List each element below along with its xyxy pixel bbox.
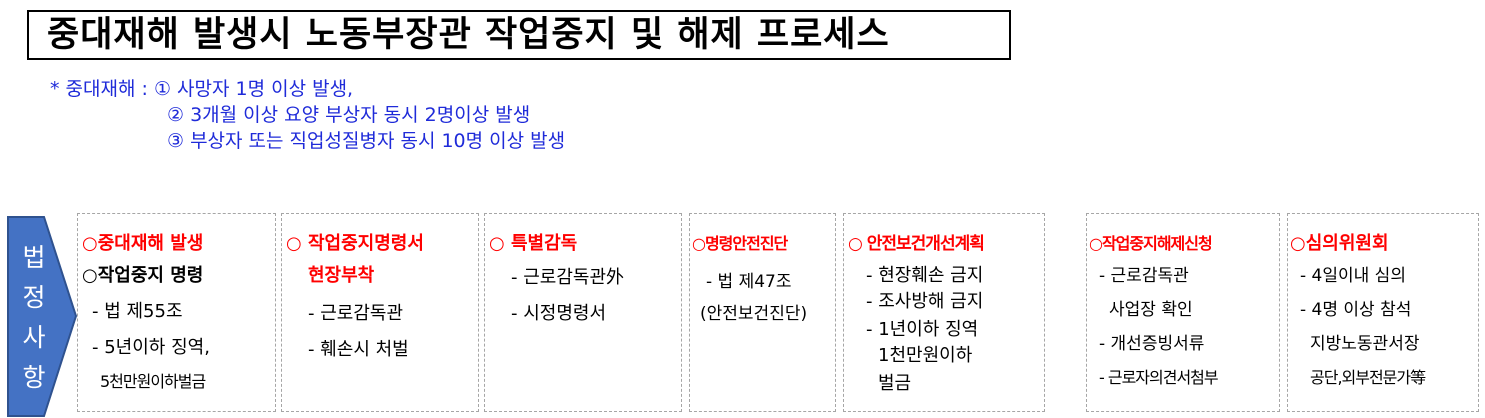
legal-matters-label: 법 정 사 항 <box>14 238 54 398</box>
step-line: - 법 제47조 <box>706 272 792 292</box>
step-line: - 4명 이상 참석 <box>1300 300 1412 320</box>
step-box-ordered-safety-diagnosis: ○명령안전진단 - 법 제47조 (안전보건진단) <box>689 213 836 412</box>
note-line-2: ② 3개월 이상 요양 부상자 동시 2명이상 발생 <box>167 104 531 126</box>
step-heading: ○ 안전보건개선계획 <box>848 234 985 254</box>
step-line: 지방노동관서장 <box>1310 334 1420 354</box>
step-line: - 근로자의견서첨부 <box>1099 368 1219 387</box>
step-box-stop-order-posting: ○ 작업중지명령서 현장부착 - 근로감독관 - 훼손시 처벌 <box>281 213 479 412</box>
step-line: - 조사방해 금지 <box>866 291 984 312</box>
legal-matters-char: 사 <box>22 323 46 352</box>
step-line: - 훼손시 처벌 <box>308 339 409 360</box>
legal-matters-char: 항 <box>22 363 46 392</box>
step-line: ○작업중지 명령 <box>82 265 204 286</box>
step-line: 1천만원이하 <box>878 345 973 366</box>
step-line: 사업장 확인 <box>1109 300 1193 320</box>
step-line: - 4일이내 심의 <box>1300 266 1406 286</box>
legal-matters-arrow <box>7 216 78 417</box>
step-line: - 1년이하 징역 <box>866 319 979 340</box>
step-line: 5천만원이하벌금 <box>100 372 206 391</box>
step-heading-cont: 현장부착 <box>308 265 375 286</box>
step-line: (안전보건진단) <box>700 304 808 324</box>
step-box-review-committee: ○심의위원회 - 4일이내 심의 - 4명 이상 참석 지방노동관서장 공단,외… <box>1287 213 1479 412</box>
step-line: - 개선증빙서류 <box>1099 334 1205 354</box>
step-line: - 현장훼손 금지 <box>866 265 984 286</box>
step-line: 공단,외부전문가等 <box>1310 368 1426 387</box>
step-line: - 근로감독관 <box>308 303 404 324</box>
step-box-safety-improvement-plan: ○ 안전보건개선계획 - 현장훼손 금지 - 조사방해 금지 - 1년이하 징역… <box>843 213 1045 412</box>
step-box-serious-accident: ○중대재해 발생 ○작업중지 명령 - 법 제55조 - 5년이하 징역, 5천… <box>77 213 276 412</box>
step-heading: ○작업중지해제신청 <box>1089 234 1213 253</box>
note-line-1: * 중대재해 : ① 사망자 1명 이상 발생, <box>50 78 354 100</box>
step-line: - 법 제55조 <box>92 301 183 322</box>
step-heading: ○ 작업중지명령서 <box>286 233 424 254</box>
note-line-3: ③ 부상자 또는 직업성질병자 동시 10명 이상 발생 <box>167 130 566 152</box>
legal-matters-char: 정 <box>22 283 46 312</box>
step-heading: ○ 특별감독 <box>489 233 578 254</box>
step-line: 벌금 <box>878 373 912 394</box>
step-line: - 5년이하 징역, <box>92 337 210 358</box>
step-box-stop-release-request: ○작업중지해제신청 - 근로감독관 사업장 확인 - 개선증빙서류 - 근로자의… <box>1086 213 1280 412</box>
step-line: - 근로감독관 <box>1099 266 1189 286</box>
step-line: - 시정명령서 <box>511 303 607 324</box>
step-heading: ○심의위원회 <box>1290 233 1389 254</box>
legal-matters-char: 법 <box>22 243 46 272</box>
step-line: - 근로감독관外 <box>511 267 625 288</box>
page-title: 중대재해 발생시 노동부장관 작업중지 및 해제 프로세스 <box>27 10 1011 60</box>
step-box-special-inspection: ○ 특별감독 - 근로감독관外 - 시정명령서 <box>484 213 682 412</box>
step-heading: ○명령안전진단 <box>692 234 788 253</box>
step-heading: ○중대재해 발생 <box>82 233 204 254</box>
